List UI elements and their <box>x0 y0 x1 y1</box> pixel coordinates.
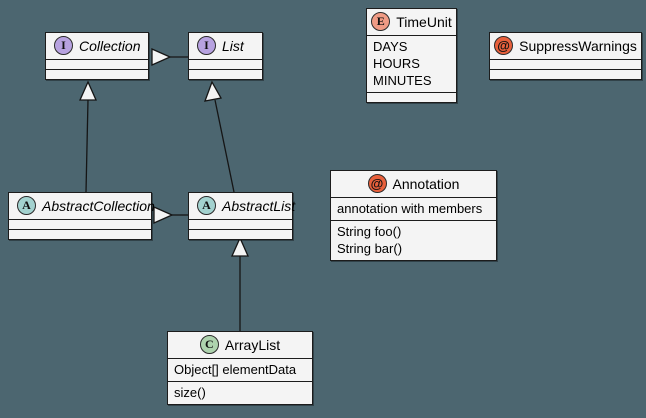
attributes-compartment: Object[] elementData <box>168 358 312 381</box>
operations-compartment <box>46 69 148 79</box>
node-header: A AbstractList <box>189 193 296 219</box>
operation-row: String bar() <box>337 241 403 256</box>
uml-node-suppresswarnings[interactable]: @ SuppressWarnings <box>489 32 642 80</box>
uml-node-abstractcollection[interactable]: A AbstractCollection <box>8 192 155 240</box>
constants-compartment: DAYS HOURS MINUTES <box>367 35 456 92</box>
abstract-class-badge-icon: A <box>197 196 216 215</box>
enum-constant: HOURS <box>373 56 420 71</box>
node-title: AbstractCollection <box>42 197 155 214</box>
node-title: Collection <box>79 37 141 54</box>
interface-badge-icon: I <box>197 36 216 55</box>
node-header: @ SuppressWarnings <box>490 33 641 59</box>
uml-node-list[interactable]: I List <box>188 32 263 80</box>
node-header: C ArrayList <box>168 332 312 358</box>
uml-node-annotation[interactable]: @ Annotation annotation with members Str… <box>330 170 497 261</box>
operation-row: String foo() <box>337 224 402 239</box>
node-header: E TimeUnit <box>367 9 456 35</box>
operations-compartment <box>490 69 641 79</box>
operations-compartment: String foo() String bar() <box>331 220 496 260</box>
class-badge-icon: C <box>199 335 219 354</box>
attributes-compartment <box>46 59 148 69</box>
attributes-compartment <box>490 59 641 69</box>
attributes-compartment <box>9 219 151 229</box>
node-title: TimeUnit <box>396 13 452 30</box>
operation-row: size() <box>174 385 206 400</box>
operations-compartment <box>367 92 456 102</box>
node-title: AbstractList <box>222 197 296 214</box>
node-header: I List <box>189 33 262 59</box>
edge-abstractcollection-to-collection <box>78 80 98 193</box>
operations-compartment <box>189 69 262 79</box>
edge-abstractlist-to-list <box>203 80 235 193</box>
uml-node-arraylist[interactable]: C ArrayList Object[] elementData size() <box>167 331 313 405</box>
abstract-class-badge-icon: A <box>17 196 36 215</box>
attribute-row: Object[] elementData <box>174 362 297 377</box>
node-title: SuppressWarnings <box>519 37 637 54</box>
edge-abstractlist-to-abstractcollection <box>153 205 188 225</box>
uml-node-collection[interactable]: I Collection <box>45 32 149 80</box>
node-header: I Collection <box>46 33 148 59</box>
node-title: Annotation <box>392 175 460 192</box>
attribute-row: annotation with members <box>337 201 483 216</box>
enum-constant: DAYS <box>373 39 408 54</box>
operations-compartment <box>189 229 292 239</box>
enum-badge-icon: E <box>371 12 391 31</box>
node-header: A AbstractCollection <box>9 193 155 219</box>
uml-node-abstractlist[interactable]: A AbstractList <box>188 192 296 240</box>
edge-list-to-collection <box>151 47 188 67</box>
edge-arraylist-to-abstractlist <box>230 236 250 331</box>
annotation-badge-icon: @ <box>367 174 387 193</box>
node-title: List <box>222 37 244 54</box>
uml-node-timeunit[interactable]: E TimeUnit DAYS HOURS MINUTES <box>366 8 457 103</box>
interface-badge-icon: I <box>54 36 73 55</box>
attributes-compartment <box>189 59 262 69</box>
node-title: ArrayList <box>224 336 281 353</box>
enum-constant: MINUTES <box>373 73 432 88</box>
annotation-badge-icon: @ <box>494 36 514 55</box>
attributes-compartment <box>189 219 292 229</box>
node-header: @ Annotation <box>331 171 496 197</box>
operations-compartment <box>9 229 151 239</box>
attributes-compartment: annotation with members <box>331 197 496 220</box>
operations-compartment: size() <box>168 381 312 404</box>
